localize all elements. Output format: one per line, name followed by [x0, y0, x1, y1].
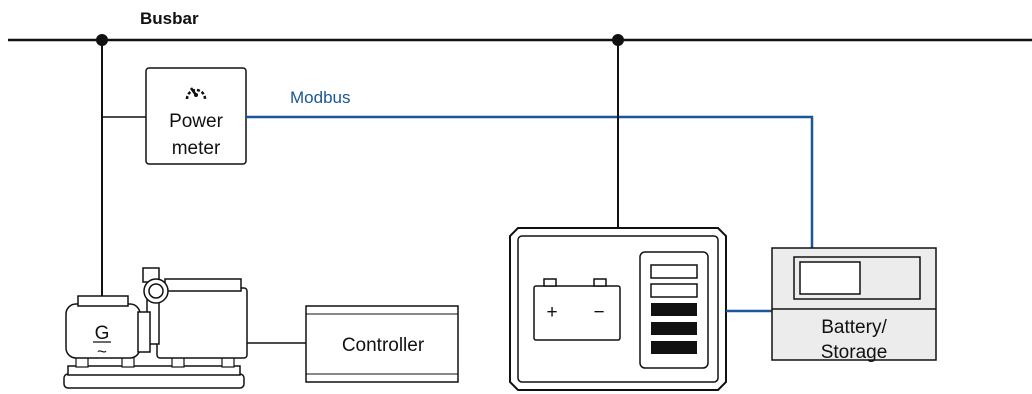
modbus-label: Modbus	[290, 88, 350, 107]
power-meter-label-line2: meter	[172, 138, 221, 159]
modbus-line	[246, 115, 814, 248]
power-meter-label-line1: Power	[169, 111, 224, 132]
battery-storage-label-line1: Battery/	[821, 317, 887, 338]
gauge-icon	[185, 87, 207, 100]
power-meter: Power meter	[145, 67, 247, 165]
battery-icon: + −	[533, 278, 621, 341]
battery-plus-sign: +	[546, 302, 557, 323]
battery-minus-sign: −	[593, 302, 604, 323]
busbar-label: Busbar	[140, 9, 199, 28]
charge-level-indicator	[639, 251, 709, 369]
battery-storage: Battery/ Storage	[771, 247, 937, 363]
controller: Controller	[305, 305, 459, 383]
battery-inverter: + −	[509, 227, 727, 391]
generator-label: G	[95, 323, 110, 344]
ac-symbol: ~	[97, 342, 107, 361]
generator-set: G ~	[63, 267, 248, 389]
battery-storage-label-line2: Storage	[821, 342, 888, 363]
controller-label: Controller	[342, 335, 425, 356]
